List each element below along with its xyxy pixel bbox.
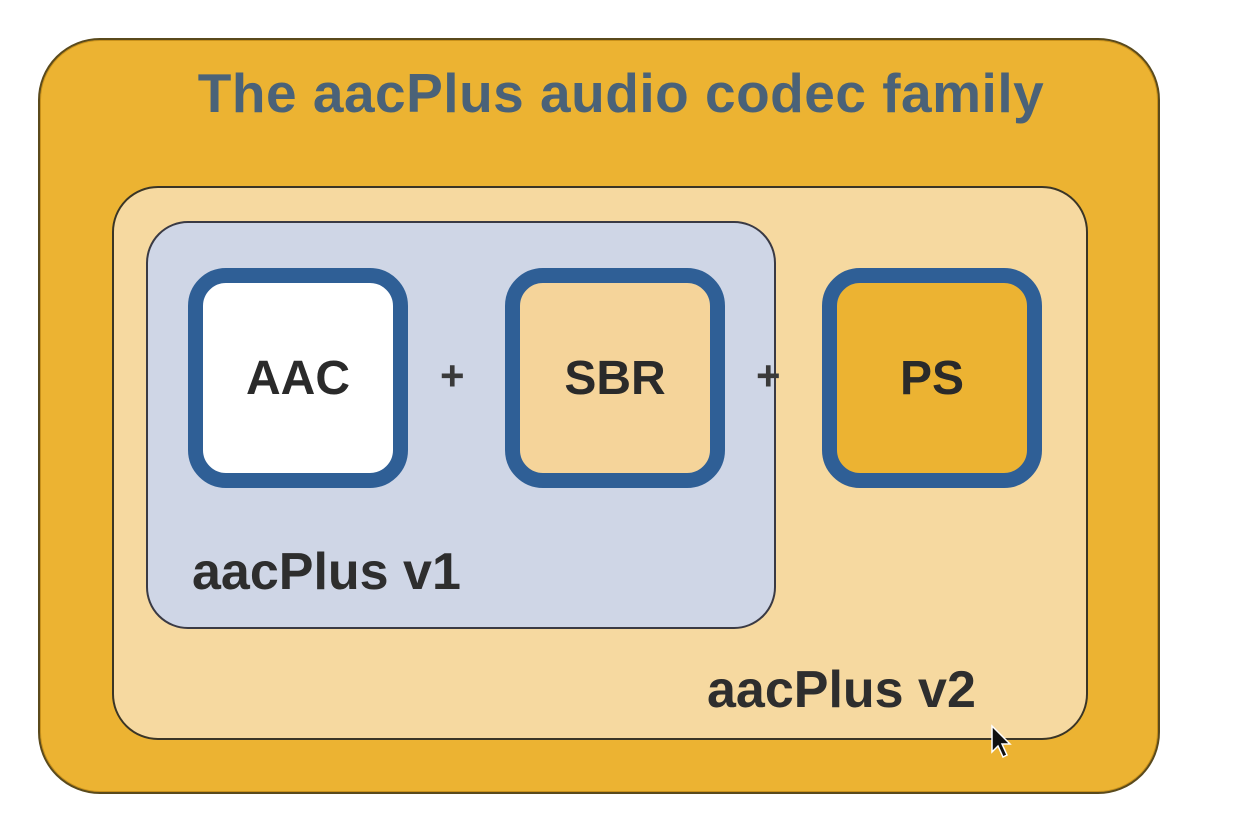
ps-component: PS xyxy=(822,268,1042,488)
diagram-title: The aacPlus audio codec family xyxy=(197,62,1045,124)
ps-component-label: PS xyxy=(899,351,965,405)
sbr-component: SBR xyxy=(505,268,725,488)
sbr-component-label: SBR xyxy=(564,351,666,405)
aacplus-v2-label: aacPlus v2 xyxy=(707,661,976,719)
plus-operator-1: + xyxy=(440,352,465,399)
aac-component: AAC xyxy=(188,268,408,488)
aacplus-v1-label: aacPlus v1 xyxy=(192,543,461,601)
plus-operator-2: + xyxy=(756,352,781,399)
arrow-pointer-icon xyxy=(991,724,1012,759)
aac-component-label: AAC xyxy=(246,351,350,405)
